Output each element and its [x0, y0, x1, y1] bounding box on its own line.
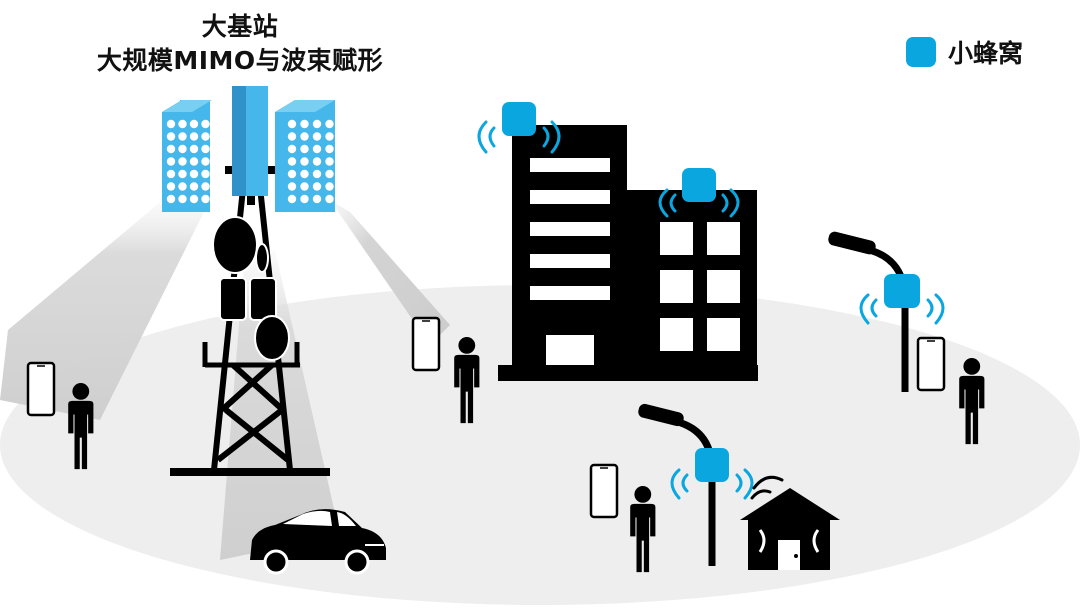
antenna-element: [189, 182, 199, 191]
antenna-element: [178, 182, 187, 191]
antenna-element: [178, 157, 187, 166]
antenna-element: [287, 157, 297, 166]
house-icon: [740, 475, 840, 570]
antenna-element: [178, 132, 187, 141]
antenna-element: [325, 169, 334, 179]
antenna-element: [166, 132, 176, 141]
antenna-element: [166, 194, 176, 204]
antenna-element: [300, 144, 309, 154]
antenna-element: [325, 182, 334, 191]
antenna-element: [287, 169, 297, 179]
beam-right: [330, 200, 450, 345]
antenna-element: [300, 119, 309, 129]
smartphone-icon: [411, 316, 441, 372]
person-icon: [68, 383, 94, 470]
antenna-array-center: [232, 86, 268, 196]
antenna-element: [166, 144, 176, 154]
antenna-element: [166, 119, 176, 129]
diagram-title-line2: 大规模MIMO与波束赋形: [96, 46, 384, 75]
tower-dishes: [212, 216, 290, 361]
antenna-element: [201, 194, 210, 204]
antenna-element: [325, 119, 334, 129]
base-station: [162, 86, 335, 476]
antenna-element: [201, 169, 210, 179]
antenna-element: [300, 169, 309, 179]
legend-label: 小蜂窝: [948, 39, 1024, 68]
office-building-icon: [498, 125, 758, 381]
antenna-element: [189, 119, 199, 129]
antenna-element: [201, 132, 210, 141]
antenna-element: [189, 157, 199, 166]
street-light-icon: [828, 231, 945, 392]
small-cell-streetlight-bottom: [695, 448, 729, 482]
smartphone-icon: [589, 463, 619, 519]
antenna-element: [178, 144, 187, 154]
antenna-element: [201, 157, 210, 166]
antenna-element: [312, 182, 322, 191]
antenna-dots-right: [287, 119, 334, 204]
small-cell-building-right: [658, 168, 740, 218]
antenna-element: [287, 194, 297, 204]
smartphone-icon: [916, 336, 946, 392]
small-cell-icon: [906, 37, 936, 67]
antenna-element: [201, 144, 210, 154]
wifi-waves-icon: [750, 475, 784, 500]
antenna-element: [312, 119, 322, 129]
antenna-element: [325, 194, 334, 204]
antenna-element: [201, 119, 210, 129]
antenna-element: [312, 157, 322, 166]
person-icon: [630, 486, 656, 573]
antenna-element: [300, 132, 309, 141]
small-cell-streetlight-right: [884, 274, 920, 308]
antenna-element: [189, 132, 199, 141]
antenna-element: [201, 182, 210, 191]
antenna-element: [287, 144, 297, 154]
antenna-element: [300, 182, 309, 191]
diagram-title-line1: 大基站: [201, 12, 279, 41]
antenna-element: [287, 182, 297, 191]
street-light-icon: [638, 403, 754, 566]
antenna-element: [312, 132, 322, 141]
antenna-element: [325, 157, 334, 166]
smartphone-icon: [26, 361, 56, 417]
antenna-element: [325, 144, 334, 154]
antenna-element: [312, 169, 322, 179]
antenna-element: [312, 144, 322, 154]
antenna-element: [287, 132, 297, 141]
antenna-element: [178, 194, 187, 204]
antenna-element: [178, 169, 187, 179]
antenna-element: [300, 194, 309, 204]
antenna-element: [166, 169, 176, 179]
antenna-element: [300, 157, 309, 166]
antenna-element: [287, 119, 297, 129]
car-icon: [250, 509, 386, 575]
antenna-element: [166, 182, 176, 191]
antenna-dots-left: [166, 119, 210, 204]
person-icon: [959, 358, 985, 445]
antenna-element: [189, 169, 199, 179]
legend: 小蜂窝: [906, 34, 1023, 70]
antenna-element: [166, 157, 176, 166]
antenna-element: [312, 194, 322, 204]
small-cell-building-top: [477, 102, 561, 154]
antenna-element: [178, 119, 187, 129]
antenna-element: [189, 194, 199, 204]
antenna-element: [189, 144, 199, 154]
antenna-element: [325, 132, 334, 141]
